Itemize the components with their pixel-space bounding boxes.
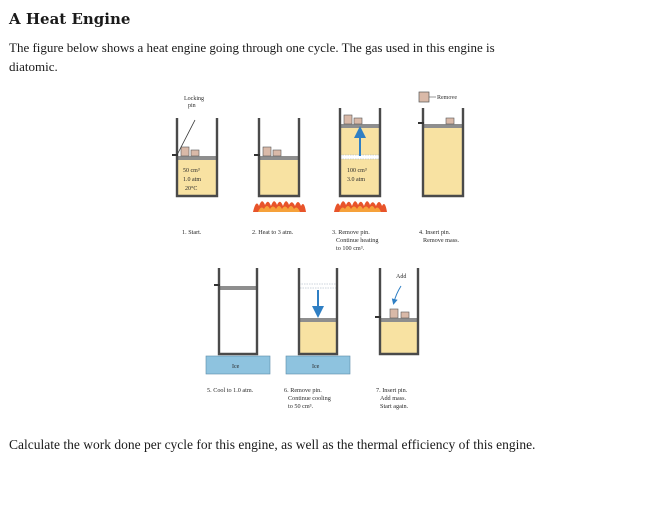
caption-line: Continue heating — [336, 237, 378, 244]
ice-label: Ice — [312, 364, 320, 370]
cylinder-wall — [175, 118, 219, 198]
caption-line: 2. Heat to 3 atm. — [252, 229, 294, 236]
locking-label-2: pin — [188, 103, 196, 109]
piston — [298, 318, 338, 322]
locking-pin — [172, 154, 178, 156]
locking-pin — [254, 154, 260, 156]
cylinder-step-6: Ice — [285, 268, 351, 375]
mass-block-small — [190, 149, 200, 157]
caption-line: Continue cooling — [288, 395, 331, 402]
caption-step-4: 4. Insert pin. Remove mass. — [419, 229, 460, 244]
caption-step-3: 3. Remove pin. Continue heating to 100 c… — [332, 229, 378, 252]
caption-line: 6. Remove pin. — [284, 387, 322, 394]
gas-pressure-label: 3.0 atm — [347, 177, 365, 183]
locking-pin — [214, 284, 220, 286]
piston — [218, 286, 258, 290]
cylinder-wall — [421, 108, 465, 198]
gas-region — [423, 128, 463, 196]
caption-step-5: 5. Cool to 1.0 atm. — [207, 387, 254, 394]
locking-pin-pointer — [176, 119, 196, 156]
locking-label-1: Locking — [184, 96, 204, 102]
original-position-marker — [298, 283, 338, 289]
cylinder-wall — [257, 118, 301, 198]
piston — [379, 318, 419, 322]
intro-paragraph: The figure below shows a heat engine goi… — [9, 38, 659, 76]
caption-line: 4. Insert pin. — [419, 229, 451, 236]
mass-block-small — [272, 149, 282, 157]
caption-line: Remove mass. — [423, 237, 460, 244]
cylinder-step-1: Locking pin 50 cm³ 1.0 atm 20°C — [172, 96, 219, 198]
cylinder-wall — [378, 268, 420, 356]
caption-step-7: 7. Insert pin. Add mass. Start again. — [376, 387, 409, 410]
cylinder-step-3: 100 cm³ 3.0 atm — [334, 108, 387, 212]
gas-region — [219, 290, 257, 354]
caption-line: Add mass. — [380, 395, 407, 402]
mass-block-small — [445, 117, 455, 125]
cylinder-step-4: Remove — [418, 91, 465, 198]
caption-step-6: 6. Remove pin. Continue cooling to 50 cm… — [284, 387, 331, 410]
gas-volume-label: 100 cm³ — [347, 168, 367, 174]
intro-line-1: The figure below shows a heat engine goi… — [9, 40, 495, 55]
piston — [176, 156, 218, 160]
cylinder-step-2 — [253, 118, 306, 212]
caption-line: 1. Start. — [182, 229, 202, 236]
gas-pressure-label: 1.0 atm — [183, 177, 201, 183]
ice-label: Ice — [232, 364, 240, 370]
page-title: A Heat Engine — [9, 10, 131, 28]
ice-block — [205, 355, 271, 375]
locking-pin — [418, 122, 424, 124]
remove-label: Remove — [437, 95, 457, 101]
gas-region — [380, 322, 418, 354]
piston — [339, 124, 381, 128]
locking-pin — [375, 316, 381, 318]
gas-region — [299, 322, 337, 354]
gas-temp-label: 20°C — [185, 185, 197, 192]
cylinder-step-7: Add — [375, 268, 420, 356]
mass-block — [180, 146, 190, 157]
flame-icon — [253, 201, 306, 212]
add-arrow-icon — [391, 285, 402, 305]
gas-volume-label: 50 cm³ — [183, 168, 200, 174]
caption-line: 3. Remove pin. — [332, 229, 370, 236]
cylinder-wall — [297, 268, 339, 356]
caption-line: to 100 cm³. — [336, 245, 365, 252]
piston — [422, 124, 464, 128]
removed-mass-block — [418, 91, 430, 103]
intro-line-2: diatomic. — [9, 59, 58, 74]
ice-block — [285, 355, 351, 375]
caption-line: Start again. — [380, 403, 409, 410]
add-label: Add — [396, 274, 406, 280]
mass-block-small — [353, 117, 363, 125]
caption-line: to 50 cm³. — [288, 403, 314, 410]
cylinder-wall — [338, 108, 382, 198]
caption-line: 5. Cool to 1.0 atm. — [207, 387, 254, 394]
cylinder-wall — [217, 268, 259, 356]
piston — [258, 156, 300, 160]
mass-block — [262, 146, 272, 157]
mass-block — [343, 114, 353, 125]
caption-line: 7. Insert pin. — [376, 387, 408, 394]
question-text: Calculate the work done per cycle for th… — [9, 437, 536, 452]
caption-step-1: 1. Start. — [182, 229, 202, 236]
flame-icon — [334, 201, 387, 212]
gas-region — [177, 160, 217, 196]
cylinder-step-5: Ice — [205, 268, 271, 375]
gas-region — [259, 160, 299, 196]
mass-block-small — [400, 311, 410, 319]
caption-step-2: 2. Heat to 3 atm. — [252, 229, 294, 236]
mass-block — [389, 308, 399, 319]
